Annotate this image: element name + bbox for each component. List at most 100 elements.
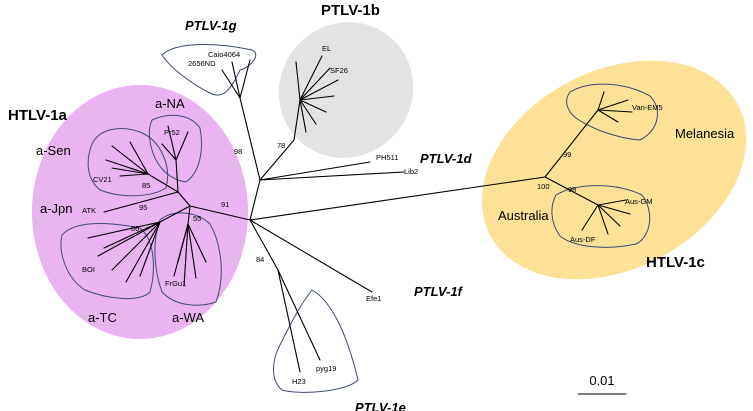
taxon-label-van-em5: Van-EM5 [632, 103, 663, 112]
branch-tc2 [97, 221, 161, 257]
clade-label-ptlv1f: PTLV-1f [414, 284, 464, 299]
ptlv1b-region [278, 22, 414, 158]
branch-aus1 [597, 199, 627, 206]
branch-wa5 [177, 223, 189, 263]
melanesia-outline [566, 83, 658, 141]
subgroup-label-a-sen: a-Sen [36, 143, 71, 158]
a-tc-outline [60, 223, 154, 300]
branch-b-main [293, 99, 301, 141]
taxon-label-caio4064: Caio4064 [208, 50, 240, 59]
branch-node91-lib2 [259, 171, 405, 181]
branch-b4 [299, 95, 335, 101]
taxon-label-ph511: PH511 [376, 153, 398, 162]
branch-b8 [299, 99, 307, 133]
branch-sen1 [105, 159, 149, 175]
branch-b7 [295, 61, 301, 101]
branch-sen5 [111, 167, 149, 175]
htlv1a-region [32, 85, 248, 339]
ptlv1g-outline [161, 44, 257, 96]
taxon-label-sf26: SF26 [330, 66, 348, 75]
branch-node91-ptlv1g [239, 97, 261, 181]
bootstrap-84: 84 [256, 255, 264, 264]
taxon-label-atk: ATK [82, 206, 96, 215]
branch-mel1 [597, 99, 629, 111]
branch-center-node84 [249, 219, 279, 271]
bootstrap-55: 55 [193, 214, 201, 223]
branch-mel2 [597, 109, 619, 123]
taxon-label-pr52: Pr52 [164, 128, 180, 137]
bootstrap-91: 91 [221, 200, 229, 209]
taxon-label-cv21: CV21 [93, 175, 112, 184]
branch-mel3 [597, 91, 605, 111]
branch-center-htlv1a [189, 205, 251, 221]
branch-na3 [161, 143, 177, 161]
branch-na2 [175, 131, 189, 161]
branch-center-node91 [249, 179, 261, 221]
branch-sen2 [111, 145, 149, 175]
branch-tc1 [87, 221, 161, 239]
taxon-label-lib2: Lib2 [404, 167, 418, 176]
clade-label-ptlv1e: PTLV-1e [355, 400, 406, 411]
subgroup-label-a-na: a-NA [155, 96, 185, 111]
branch-node91-ph511 [259, 161, 371, 181]
branch-tc5 [139, 221, 161, 277]
branch-aus5 [597, 204, 631, 215]
branch-wa3 [187, 223, 197, 279]
subgroup-label-australia: Australia [498, 208, 549, 223]
branch-b2 [299, 67, 331, 101]
branch-center-htlv1c [249, 176, 546, 221]
branch-tc3 [111, 221, 161, 271]
branch-b1 [299, 55, 323, 101]
branch-sen4 [129, 141, 149, 175]
taxon-label-2656nd: 2656ND [188, 59, 216, 68]
branch-caio4064 [231, 61, 241, 99]
branch-sen-stem [147, 173, 179, 193]
branch-a-core2 [159, 205, 191, 223]
branch-aus4 [597, 204, 609, 235]
bootstrap-99: 99 [563, 150, 571, 159]
branch-g3 [239, 59, 251, 99]
scale-bar-label: 0.01 [589, 373, 614, 388]
branch-center-efe1 [249, 219, 373, 293]
clade-label-ptlv1b: PTLV-1b [321, 2, 380, 19]
branch-node84-pyg19 [277, 269, 321, 361]
australia-outline [551, 185, 651, 248]
clade-label-htlv1c: HTLV-1c [646, 254, 705, 271]
bootstrap-98-ptlv1g: 98 [234, 147, 242, 156]
branch-na1 [167, 125, 177, 161]
clade-label-htlv1a: HTLV-1a [8, 107, 68, 124]
taxon-label-aus-gm: Aus-GM [625, 197, 653, 206]
branch-2656nd [221, 69, 241, 99]
branch-aus2 [581, 204, 599, 231]
bootstrap-85: 85 [142, 181, 150, 190]
branch-wa4 [187, 223, 207, 263]
branch-a-core3 [187, 205, 191, 225]
htlv1c-region [481, 60, 747, 280]
branch-na-stem [175, 159, 179, 193]
branch-wa2 [183, 223, 189, 287]
bootstrap-100: 100 [537, 182, 550, 191]
subgroup-label-a-wa: a-WA [172, 310, 204, 325]
taxon-label-efe1: Efe1 [366, 294, 381, 303]
ptlv1e-outline [273, 289, 359, 393]
taxon-label-aus-df: Aus-DF [570, 235, 596, 244]
taxon-label-h23: H23 [292, 377, 306, 386]
branch-node84-h23 [277, 269, 301, 373]
branch-node91-ptlv1b [259, 139, 295, 181]
a-sen-outline [87, 128, 168, 197]
clade-label-ptlv1g: PTLV-1g [185, 18, 237, 33]
subgroup-label-melanesia: Melanesia [675, 126, 735, 141]
branch-aus3 [597, 204, 621, 227]
branch-b3 [299, 79, 339, 101]
bootstrap-95: 95 [139, 203, 147, 212]
branch-a-core1 [177, 191, 191, 207]
clade-label-ptlv1d: PTLV-1d [420, 151, 473, 166]
branch-atk [103, 191, 179, 213]
branch-c-mel [544, 109, 599, 178]
bootstrap-86: 86 [131, 224, 139, 233]
taxon-label-el: EL [322, 44, 331, 53]
bootstrap-98-htlv1c: 98 [568, 185, 576, 194]
taxon-label-boi: BOI [82, 265, 95, 274]
a-wa-outline [154, 212, 222, 306]
taxon-label-frgu1: FrGu1 [165, 279, 186, 288]
